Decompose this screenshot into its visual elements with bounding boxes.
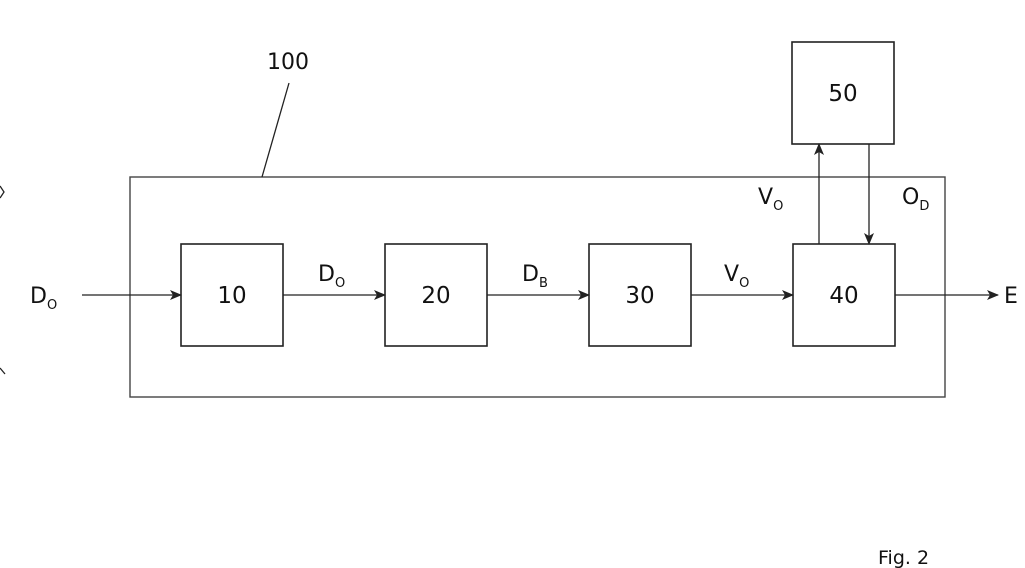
signal-10-20-sub: O: [335, 276, 345, 291]
block-10: 10: [181, 244, 283, 346]
block-10-label: 10: [217, 283, 246, 309]
block-40: 40: [793, 244, 895, 346]
signal-input-sub: O: [47, 298, 57, 313]
block-30-label: 30: [625, 283, 654, 309]
signal-40-50-label: VO: [758, 185, 783, 214]
block-20-label: 20: [421, 283, 450, 309]
signal-40-50-main: V: [758, 185, 773, 210]
signal-input-main: D: [30, 284, 47, 309]
signal-output-label: E: [1004, 284, 1018, 309]
signal-30-40-label: VO: [724, 262, 749, 291]
block-30: 30: [589, 244, 691, 346]
signal-50-40-main: O: [902, 185, 919, 210]
signal-input-label: DO: [30, 284, 57, 313]
signal-20-30-sub: B: [539, 276, 548, 291]
figure-caption: Fig. 2: [878, 547, 929, 568]
signal-10-20-main: D: [318, 262, 335, 287]
signal-40-50-sub: O: [773, 199, 783, 214]
signal-10-20-label: DO: [318, 262, 345, 291]
signal-20-30-main: D: [522, 262, 539, 287]
block-20: 20: [385, 244, 487, 346]
reference-leader-line: [262, 83, 289, 177]
edge-mark-top: [0, 186, 4, 198]
signal-30-40-sub: O: [739, 276, 749, 291]
signal-20-30-label: DB: [522, 262, 548, 291]
reference-label: 100: [267, 50, 309, 75]
block-40-label: 40: [829, 283, 858, 309]
signal-50-40-sub: D: [919, 199, 929, 214]
block-50: 50: [792, 42, 894, 144]
block-50-label: 50: [828, 81, 857, 107]
edge-mark-bottom: [0, 368, 5, 374]
signal-30-40-main: V: [724, 262, 739, 287]
signal-50-40-label: OD: [902, 185, 929, 214]
